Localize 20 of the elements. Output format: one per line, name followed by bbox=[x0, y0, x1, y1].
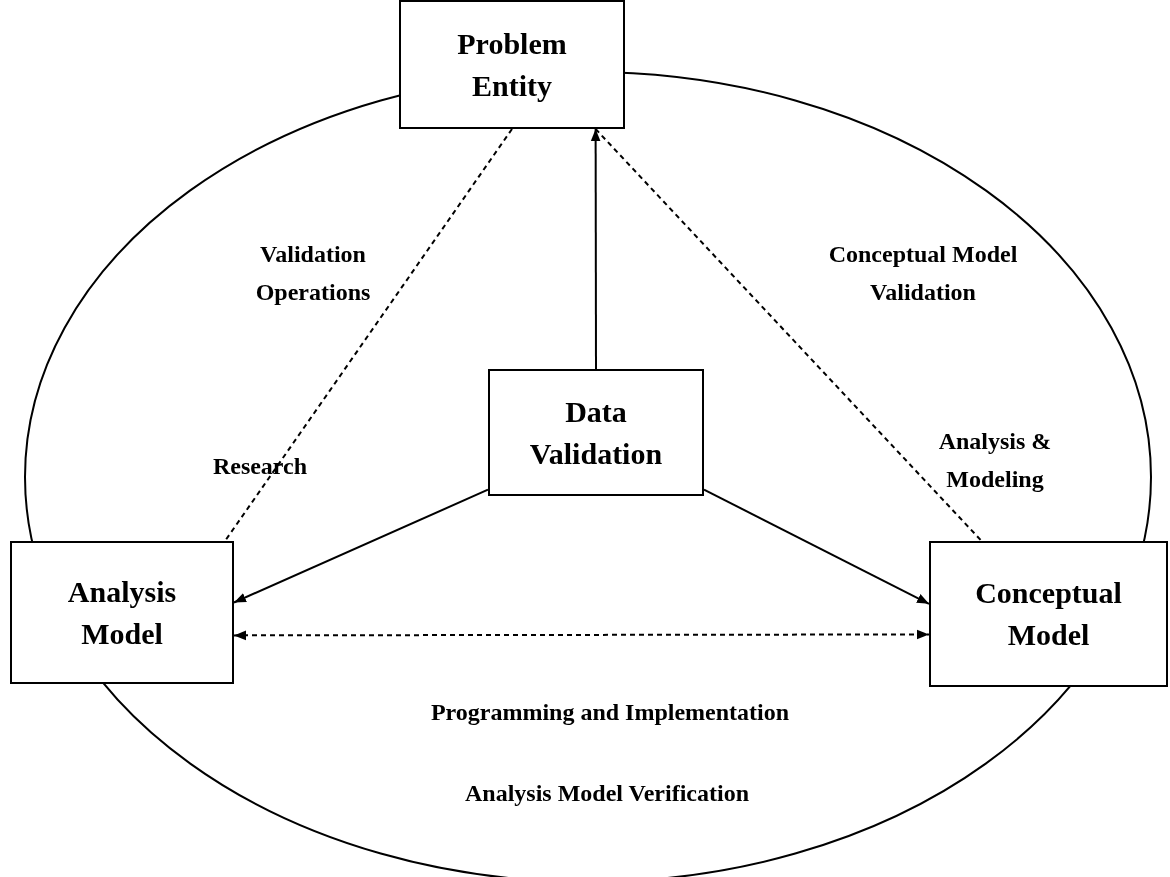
arrow bbox=[233, 488, 489, 604]
node-text: Conceptual Model bbox=[974, 575, 1123, 653]
annotation-label: Programming and Implementation bbox=[429, 697, 791, 727]
annotation-label: Analysis Model Verification bbox=[464, 778, 750, 808]
arrow bbox=[233, 629, 930, 641]
annotation-label: Analysis & Modeling bbox=[937, 426, 1053, 494]
node-text: Analysis Model bbox=[66, 573, 178, 652]
process-box bbox=[488, 369, 704, 496]
node-text: Problem Entity bbox=[456, 25, 568, 104]
process-box bbox=[399, 0, 625, 129]
arrow bbox=[703, 488, 930, 605]
connector-line bbox=[224, 128, 513, 542]
annotation-label: Validation Operations bbox=[254, 239, 372, 307]
connector-line bbox=[594, 128, 983, 542]
process-box bbox=[10, 541, 234, 684]
annotation-label: Conceptual Model Validation bbox=[827, 239, 1019, 307]
arrow bbox=[590, 128, 601, 370]
node-text: Data Validation bbox=[528, 393, 664, 472]
annotation-label: Research bbox=[211, 451, 309, 481]
process-box bbox=[929, 541, 1168, 687]
